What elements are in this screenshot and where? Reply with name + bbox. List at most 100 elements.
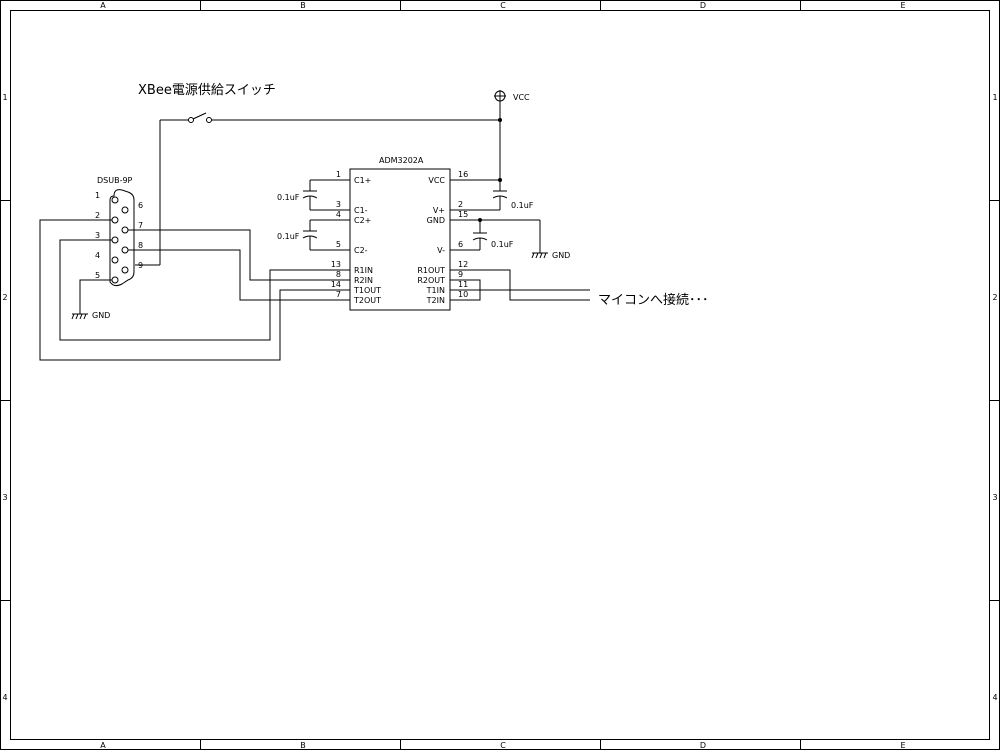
ic-pin-num-2: 2 xyxy=(458,200,463,209)
gnd-label-dsub: GND xyxy=(92,311,110,320)
col-label-c-bottom: C xyxy=(500,741,506,750)
dsub-pin-1: 1 xyxy=(95,191,100,200)
dsub-pin-2: 2 xyxy=(95,211,100,220)
ic-pin-num-9: 9 xyxy=(458,270,463,279)
vcc-symbol xyxy=(494,90,506,102)
row-label-1-left: 1 xyxy=(2,93,7,102)
ic-pin-name-c1p: C1+ xyxy=(354,176,371,185)
ic-pin-name-vplus: V+ xyxy=(433,206,445,215)
dsub-pin-5: 5 xyxy=(95,271,100,280)
dsub-pin-8: 8 xyxy=(138,241,143,250)
col-label-b-bottom: B xyxy=(300,741,306,750)
xbee-power-switch xyxy=(160,112,500,123)
capacitor-c2-value: 0.1uF xyxy=(277,232,300,241)
connector-label: DSUB-9P xyxy=(97,176,133,185)
gnd-label-ic: GND xyxy=(552,251,570,260)
vcc-label: VCC xyxy=(513,93,530,102)
ic-pin-name-vcc: VCC xyxy=(428,176,445,185)
ground-symbol-ic xyxy=(531,220,548,259)
ic-pin-name-t2out: T2OUT xyxy=(353,296,381,305)
column-labels-bottom: A B C D E xyxy=(100,741,905,750)
ic-pin-num-14: 14 xyxy=(331,280,341,289)
dsub-pin-9: 9 xyxy=(138,261,143,270)
ic-pin-num-5: 5 xyxy=(336,240,341,249)
junction-dot xyxy=(498,118,502,122)
col-label-c-top: C xyxy=(500,1,506,10)
ic-pin-num-4: 4 xyxy=(336,210,341,219)
col-label-b-top: B xyxy=(300,1,306,10)
capacitor-c1-value: 0.1uF xyxy=(277,193,300,202)
capacitor-c3-value: 0.1uF xyxy=(511,201,534,210)
ic-right-pin-numbers: 16 2 15 6 12 9 11 10 xyxy=(458,170,468,299)
vcc-wires xyxy=(135,102,501,266)
capacitor-c2 xyxy=(302,220,318,250)
row-labels-left: 1 2 3 4 xyxy=(2,93,7,702)
ic-title: ADM3202A xyxy=(379,156,424,165)
ic-pin-stubs xyxy=(310,179,540,251)
ic-pin-name-r2out: R2OUT xyxy=(417,276,445,285)
row-label-3-left: 3 xyxy=(2,493,7,502)
ic-pin-name-c2m: C2- xyxy=(354,246,368,255)
dsub-pin-7: 7 xyxy=(138,221,143,230)
capacitor-c3 xyxy=(492,180,508,210)
capacitor-c1 xyxy=(302,180,318,210)
col-label-a-top: A xyxy=(100,1,106,10)
junction-dot-c4 xyxy=(478,218,482,222)
mcu-connection-note: マイコンへ接続･･･ xyxy=(598,292,709,308)
serial-wires xyxy=(39,219,350,361)
ic-pin-num-1: 1 xyxy=(336,170,341,179)
col-label-e-top: E xyxy=(900,1,905,10)
ic-left-pin-numbers: 1 3 4 5 13 8 14 7 xyxy=(331,170,341,299)
ic-pin-num-6: 6 xyxy=(458,240,463,249)
mcu-wires xyxy=(450,269,590,301)
capacitor-c4-value: 0.1uF xyxy=(491,240,514,249)
ic-pin-name-vminus: V- xyxy=(437,246,445,255)
row-label-1-right: 1 xyxy=(992,93,997,102)
column-labels-top: A B C D E xyxy=(100,1,905,10)
ic-pin-name-t1out: T1OUT xyxy=(353,286,381,295)
col-label-e-bottom: E xyxy=(900,741,905,750)
row-labels-right: 1 2 3 4 xyxy=(992,93,997,702)
dsub-pin-6: 6 xyxy=(138,201,143,210)
dsub-pin-circles xyxy=(111,196,129,284)
ic-right-pin-names: VCC V+ GND V- R1OUT R2OUT T1IN T2IN xyxy=(417,176,445,305)
col-label-a-bottom: A xyxy=(100,741,106,750)
col-label-d-top: D xyxy=(700,1,706,10)
dsub-connector-body xyxy=(109,189,135,287)
ic-pin-num-12: 12 xyxy=(458,260,468,269)
row-label-4-left: 4 xyxy=(2,693,7,702)
ic-pin-num-10: 10 xyxy=(458,290,468,299)
ic-body xyxy=(349,168,451,311)
inner-border xyxy=(10,10,990,740)
ic-pin-num-7: 7 xyxy=(336,290,341,299)
ic-pin-num-3: 3 xyxy=(336,200,341,209)
dsub-pin-4: 4 xyxy=(95,251,100,260)
dsub-pin-3: 3 xyxy=(95,231,100,240)
ground-symbol-dsub xyxy=(71,313,88,320)
ic-pin-name-gnd: GND xyxy=(427,216,445,225)
ic-pin-num-16: 16 xyxy=(458,170,468,179)
ic-pin-name-c1m: C1- xyxy=(354,206,368,215)
row-label-2-left: 2 xyxy=(2,293,7,302)
ic-pin-name-c2p: C2+ xyxy=(354,216,371,225)
ic-pin-num-11: 11 xyxy=(458,280,468,289)
ic-pin-name-t2in: T2IN xyxy=(426,296,445,305)
ic-pin-num-8: 8 xyxy=(336,270,341,279)
capacitor-c4 xyxy=(472,220,488,250)
row-label-2-right: 2 xyxy=(992,293,997,302)
junction-dot-c3 xyxy=(498,178,502,182)
ic-pin-num-13: 13 xyxy=(331,260,341,269)
ic-pin-name-r2in: R2IN xyxy=(354,276,373,285)
ic-pin-num-15: 15 xyxy=(458,210,468,219)
ic-pin-name-t1in: T1IN xyxy=(426,286,445,295)
ic-pin-name-r1out: R1OUT xyxy=(417,266,445,275)
row-label-4-right: 4 xyxy=(992,693,997,702)
col-label-d-bottom: D xyxy=(700,741,706,750)
row-label-3-right: 3 xyxy=(992,493,997,502)
ic-pin-name-r1in: R1IN xyxy=(354,266,373,275)
ic-left-pin-names: C1+ C1- C2+ C2- R1IN R2IN T1OUT T2OUT xyxy=(353,176,381,305)
dsub-pin-numbers: 1 2 3 4 5 6 7 8 9 xyxy=(95,191,143,280)
switch-title: XBee電源供給スイッチ xyxy=(138,83,276,98)
